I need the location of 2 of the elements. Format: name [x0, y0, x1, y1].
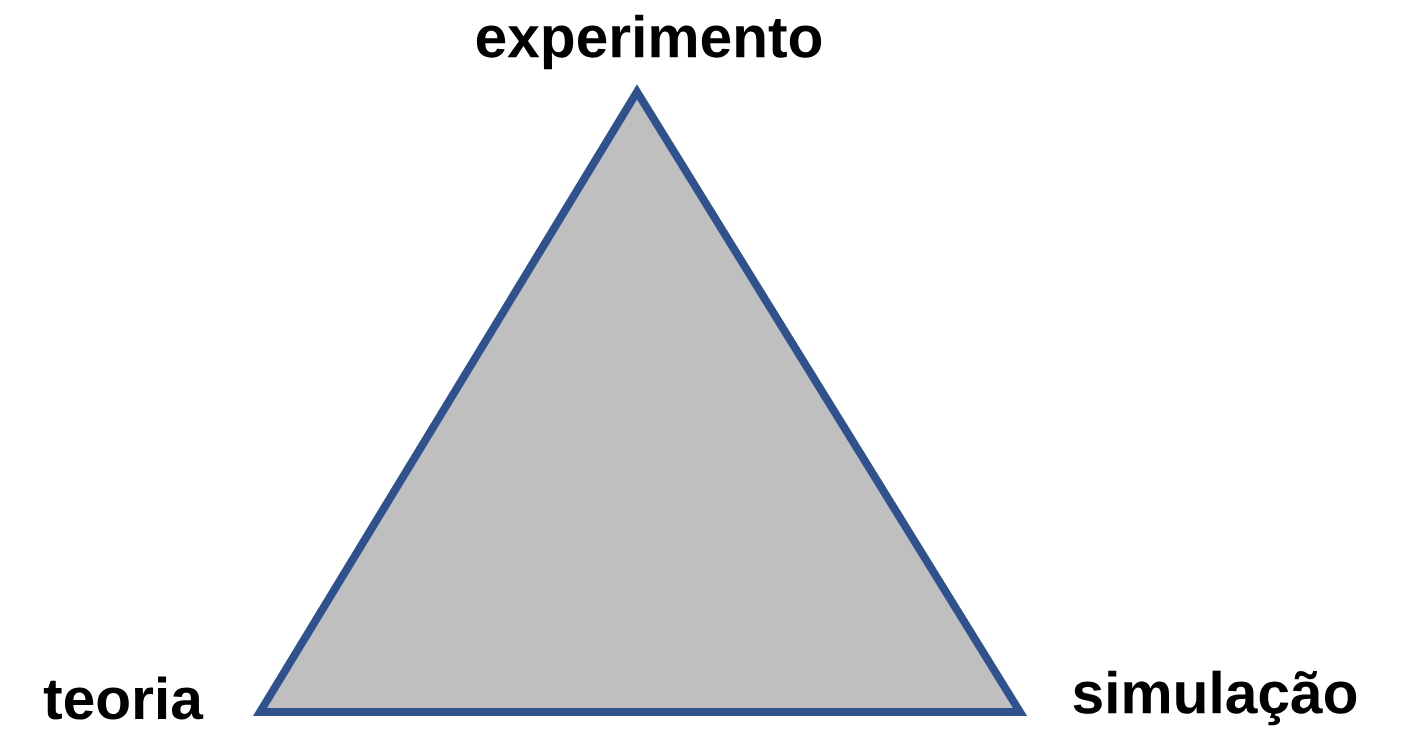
- vertex-label: simulação: [1073, 670, 1357, 726]
- vertex-label: teoria: [43, 676, 204, 720]
